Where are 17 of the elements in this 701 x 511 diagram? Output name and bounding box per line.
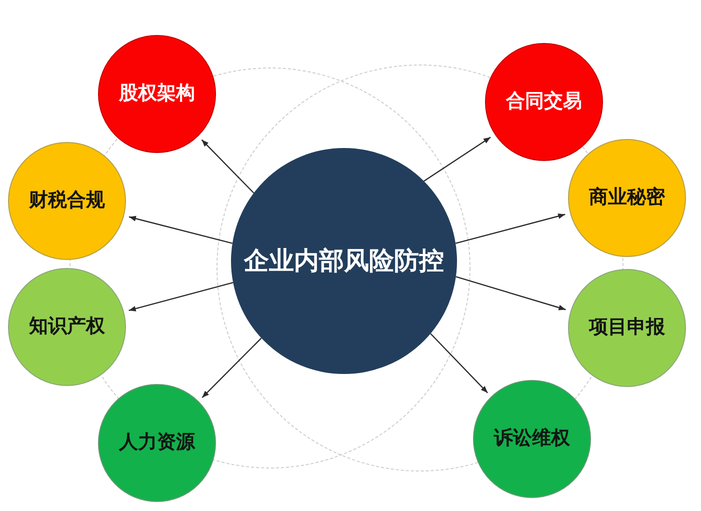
arrow bbox=[456, 276, 566, 310]
arrow bbox=[128, 216, 233, 244]
node-label: 诉讼维权 bbox=[494, 428, 570, 450]
arrow bbox=[430, 333, 488, 394]
node-label: 知识产权 bbox=[29, 316, 105, 338]
node-label: 商业秘密 bbox=[589, 187, 665, 209]
node-label: 股权架构 bbox=[119, 83, 195, 105]
arrow bbox=[128, 282, 234, 312]
arrow bbox=[202, 338, 262, 398]
node-label: 合同交易 bbox=[506, 91, 582, 113]
arrow bbox=[455, 213, 566, 244]
node-label: 人力资源 bbox=[119, 432, 195, 454]
node-label: 财税合规 bbox=[29, 190, 105, 212]
arrow bbox=[424, 136, 491, 182]
node-label: 项目申报 bbox=[589, 317, 665, 339]
arrow bbox=[201, 139, 254, 194]
node-label: 企业内部风险防控 bbox=[244, 246, 444, 276]
